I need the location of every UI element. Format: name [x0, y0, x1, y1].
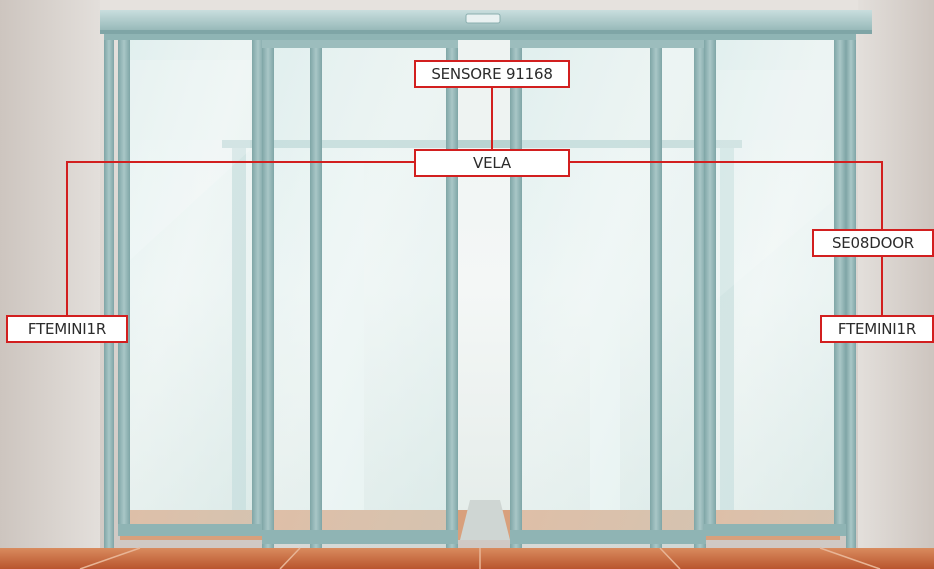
- door-sensor-label: SE08DOOR: [812, 229, 934, 257]
- photocell-right-label: FTEMINI1R: [820, 315, 934, 343]
- photocell-left-label: FTEMINI1R: [6, 315, 128, 343]
- sensor-label: SENSORE 91168: [414, 60, 570, 88]
- operator-label: VELA: [414, 149, 570, 177]
